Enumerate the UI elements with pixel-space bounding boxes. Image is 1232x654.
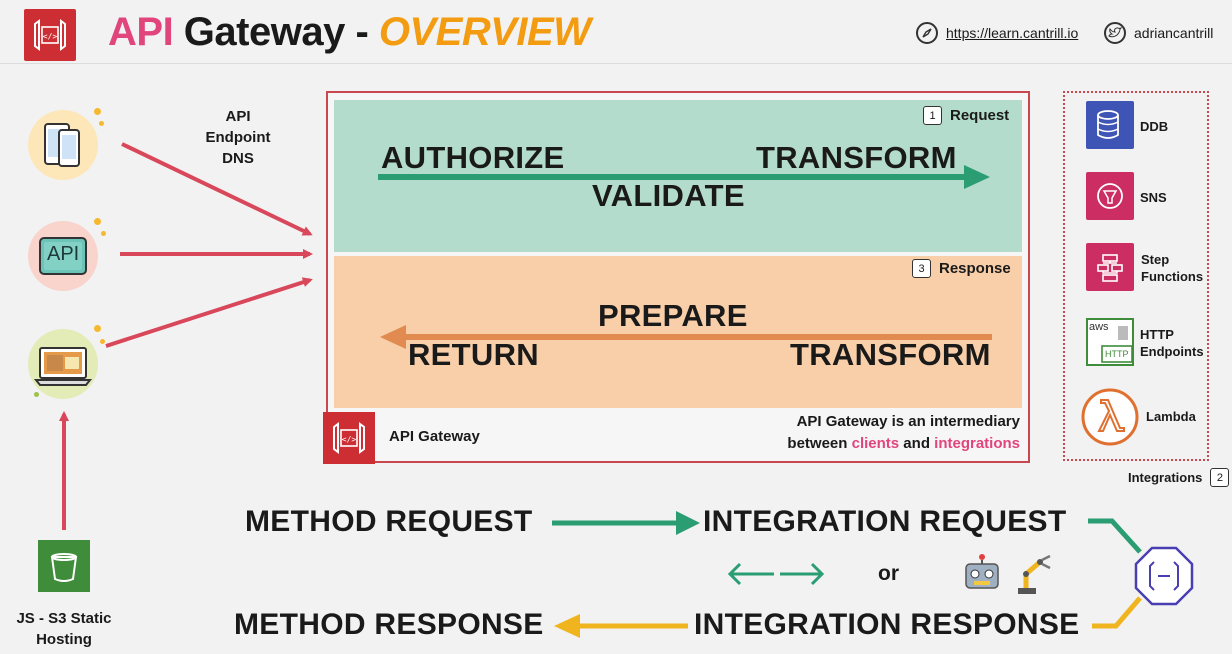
integrations-step-number: 2: [1210, 468, 1230, 487]
twitter-handle-text[interactable]: adriancantrill: [1134, 25, 1214, 41]
integration-to-method-head: [554, 614, 580, 638]
http-endpoints-icon: aws HTTP: [1086, 318, 1134, 366]
lambda-label: Lambda: [1146, 409, 1196, 424]
step-label-line-2: Functions: [1141, 269, 1204, 284]
desc-and: and: [899, 435, 935, 452]
endpoint-line-1: API: [225, 108, 251, 125]
flow-arrows: [378, 165, 992, 349]
http-icon-aws-text: aws: [1089, 321, 1109, 333]
decor-dot: [94, 218, 101, 225]
http-label-line-1: HTTP: [1140, 327, 1174, 342]
s3-label-line-2: Hosting: [36, 631, 92, 648]
transform-request-label: TRANSFORM: [756, 140, 957, 175]
endpoint-line-3: DNS: [222, 150, 254, 167]
laptop-icon: [33, 347, 93, 386]
method-to-integration-head: [676, 511, 700, 535]
integrations-box: [1063, 91, 1209, 461]
request-step: 1 Request: [923, 106, 1009, 125]
ddb-label: DDB: [1140, 119, 1169, 134]
integration-request-label: INTEGRATION REQUEST: [703, 505, 1067, 538]
lambda-icon: [1080, 387, 1140, 447]
return-label: RETURN: [408, 337, 539, 372]
api-gateway-logo-icon: </>: [24, 9, 76, 61]
response-step-label: Response: [939, 260, 1011, 277]
decor-dot: [101, 231, 106, 236]
response-step-number: 3: [912, 259, 931, 278]
step-label-line-1: Step: [1141, 252, 1170, 267]
endpoint-line-2: Endpoint: [205, 129, 271, 146]
validate-label: VALIDATE: [592, 178, 745, 213]
desc-integrations: integrations: [934, 435, 1020, 452]
dynamodb-icon: [1086, 101, 1134, 149]
robot-arm-icon: [1012, 552, 1054, 596]
transform-response-label: TRANSFORM: [790, 337, 991, 372]
decor-dot: [94, 325, 101, 332]
desc-between: between: [787, 435, 852, 452]
right-arrow-icon: [780, 562, 825, 586]
desc-clients: clients: [851, 435, 900, 452]
request-arrow-head: [964, 165, 990, 189]
prepare-label: PREPARE: [598, 298, 748, 333]
integration-response-label: INTEGRATION RESPONSE: [694, 608, 1080, 641]
response-panel: [334, 256, 1022, 408]
http-icon-http-text: HTTP: [1105, 349, 1129, 359]
compass-icon: [916, 22, 938, 44]
course-link[interactable]: https://learn.cantrill.io: [916, 22, 1078, 44]
left-arrow-icon: [727, 562, 774, 586]
mobile-client: [28, 110, 98, 180]
api-icon: [39, 237, 87, 275]
web-client: [28, 329, 98, 399]
mobile-devices-icon: [44, 123, 80, 167]
description-line-1: API Gateway is an intermediary: [796, 413, 1020, 430]
page-title: API Gateway - OVERVIEW: [108, 10, 591, 55]
course-link-text[interactable]: https://learn.cantrill.io: [946, 25, 1079, 41]
sns-label: SNS: [1140, 190, 1167, 205]
response-step: 3 Response: [912, 259, 1011, 278]
twitter-icon: [1104, 22, 1126, 44]
twitter-handle[interactable]: adriancantrill: [1104, 22, 1213, 44]
integrations-step: Integrations 2: [1128, 468, 1230, 487]
title-gateway: Gateway -: [173, 10, 379, 54]
http-endpoints-label: HTTP Endpoints: [1140, 326, 1204, 360]
s3-bucket-icon: [38, 540, 90, 592]
gateway-description: API Gateway is an intermediary between c…: [720, 411, 1020, 455]
request-step-number: 1: [923, 106, 942, 125]
endpoint-octagon-icon: [1134, 546, 1194, 606]
s3-label: JS - S3 Static Hosting: [4, 608, 124, 650]
sns-icon: [1086, 172, 1134, 220]
bottom-flow-arrows: [552, 511, 1142, 638]
api-client: API: [28, 221, 98, 291]
header-divider: [0, 63, 1232, 64]
authorize-label: AUTHORIZE: [381, 140, 565, 175]
decor-dot: [100, 339, 105, 344]
description-line-2: between clients and integrations: [720, 433, 1020, 455]
decor-dot: [34, 392, 39, 397]
request-step-label: Request: [950, 107, 1010, 124]
method-response-label: METHOD RESPONSE: [234, 608, 544, 641]
api-endpoint-dns-label: API Endpoint DNS: [200, 106, 276, 169]
step-functions-label: Step Functions: [1141, 251, 1203, 285]
mobile-arrow: [121, 142, 313, 236]
integration-response-connector: [1092, 596, 1142, 629]
client-arrows: [59, 142, 313, 530]
api-gateway-label: API Gateway: [389, 428, 480, 445]
or-label: or: [878, 562, 899, 585]
method-request-label: METHOD REQUEST: [245, 505, 533, 538]
decor-dot: [94, 108, 101, 115]
s3-label-line-1: JS - S3 Static: [16, 610, 112, 627]
title-api: API: [108, 10, 174, 54]
http-label-line-2: Endpoints: [1140, 344, 1204, 359]
api-badge-text: API: [47, 243, 80, 265]
web-arrow: [105, 277, 313, 348]
api-gateway-icon: </>: [323, 412, 375, 464]
integrations-step-label: Integrations: [1128, 470, 1203, 485]
svg-text:</>: </>: [342, 435, 357, 444]
robot-icon: [960, 552, 1004, 596]
response-arrow-head: [380, 325, 406, 349]
decor-dot: [99, 121, 104, 126]
svg-text:</>: </>: [43, 32, 58, 41]
integration-request-connector: [1088, 518, 1142, 554]
title-overview: OVERVIEW: [378, 10, 591, 54]
step-functions-icon: [1086, 243, 1134, 291]
